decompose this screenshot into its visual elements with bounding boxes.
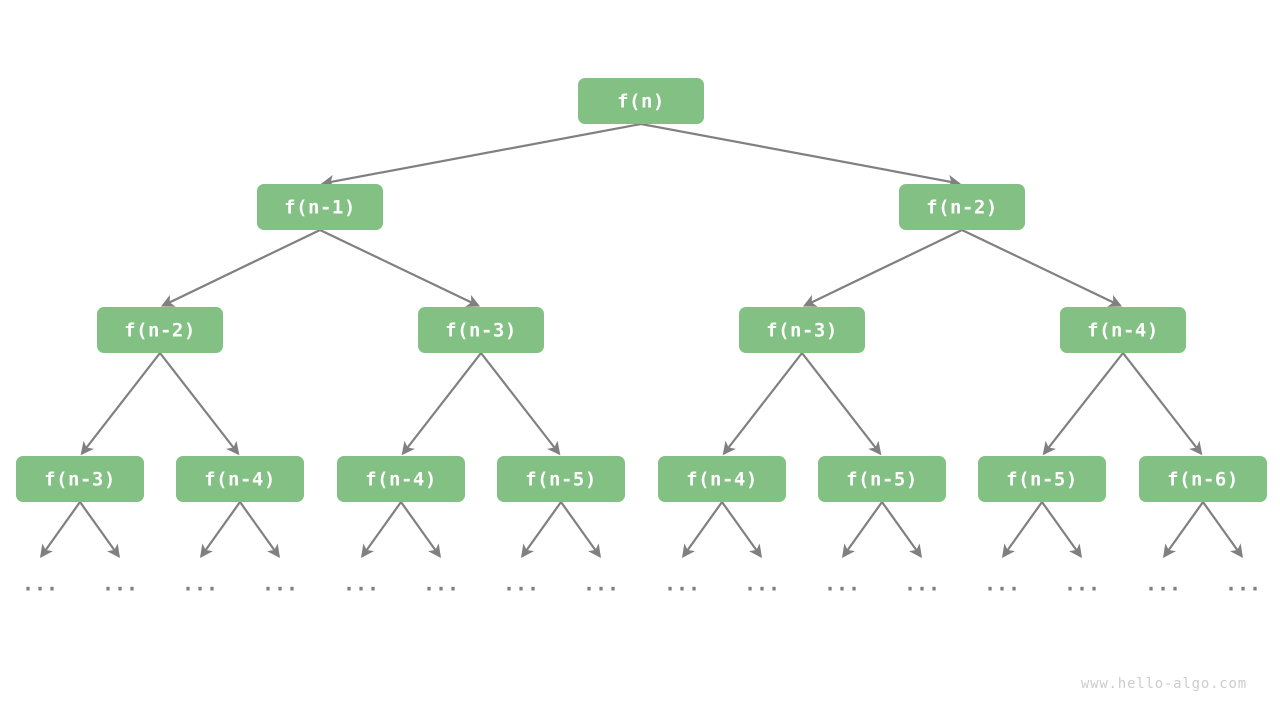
tree-node-label: f(n-5) [1006,469,1078,491]
tree-edge [480,352,561,456]
ellipsis-marker: ... [1225,572,1261,596]
tree-node[interactable]: f(n-3) [16,456,144,502]
tree-node-box[interactable] [497,456,625,502]
tree-node[interactable]: f(n-4) [176,456,304,502]
tree-node-label: f(n-3) [44,469,116,491]
tree-edge-to-ellipsis [721,501,762,558]
tree-node-label: f(n-4) [1087,320,1159,342]
tree-node-label: f(n-1) [284,197,356,219]
ellipsis-marker: ... [1064,572,1100,596]
watermark: www.hello-algo.com [1081,676,1247,692]
tree-node-box[interactable] [899,184,1025,230]
tree-node[interactable]: f(n-5) [978,456,1106,502]
ellipsis-marker: ... [503,572,539,596]
tree-node-box[interactable] [418,307,544,353]
ellipsis-marker: ... [824,572,860,596]
ellipsis-marker: ... [262,572,298,596]
tree-edge [640,122,961,188]
tree-node-label: f(n-5) [525,469,597,491]
tree-node[interactable]: f(n-3) [739,307,865,353]
tree-edge [401,352,482,456]
tree-node[interactable]: f(n-4) [658,456,786,502]
ellipsis-marker: ... [343,572,379,596]
tree-edge [722,352,803,456]
tree-edge [321,122,642,188]
tree-node-box[interactable] [818,456,946,502]
tree-node-box[interactable] [16,456,144,502]
tree-edge [802,229,963,307]
ellipsis-marker: ... [423,572,459,596]
tree-node-box[interactable] [978,456,1106,502]
tree-node-label: f(n) [617,91,665,113]
tree-node[interactable]: f(n-6) [1139,456,1267,502]
tree-edge [319,229,481,307]
tree-node[interactable]: f(n-1) [257,184,383,230]
tree-node-box[interactable] [739,307,865,353]
edges-layer [40,122,1243,558]
tree-edge-to-ellipsis [79,501,120,558]
tree-node-box[interactable] [658,456,786,502]
tree-node-box[interactable] [176,456,304,502]
tree-node[interactable]: f(n-3) [418,307,544,353]
tree-edge-to-ellipsis [239,501,280,558]
nodes-layer: f(n) f(n-1) f(n-2) f(n-2) f(n-3) f(n-3) f(n-4)… [16,78,1267,502]
ellipsis-marker: ... [984,572,1020,596]
tree-node-label: f(n-6) [1167,469,1239,491]
tree-node-label: f(n-2) [124,320,196,342]
tree-edge-to-ellipsis [842,501,883,558]
tree-node-box[interactable] [1060,307,1186,353]
ellipsis-marker: ... [102,572,138,596]
tree-node[interactable]: f(n-4) [337,456,465,502]
tree-node-label: f(n-3) [445,320,517,342]
tree-node[interactable]: f(n) [578,78,704,124]
tree-edge [1042,352,1124,456]
tree-node-box[interactable] [257,184,383,230]
tree-edge-to-ellipsis [400,501,441,558]
tree-edge-to-ellipsis [682,501,723,558]
tree-node[interactable]: f(n-5) [818,456,946,502]
tree-edge-to-ellipsis [40,501,81,558]
tree-edge-to-ellipsis [1002,501,1043,558]
tree-node-label: f(n-4) [365,469,437,491]
tree-edge-to-ellipsis [1041,501,1082,558]
ellipsis-marker: ... [583,572,619,596]
tree-node-label: f(n-3) [766,320,838,342]
tree-node-box[interactable] [1139,456,1267,502]
tree-edge-to-ellipsis [200,501,241,558]
tree-node[interactable]: f(n-5) [497,456,625,502]
ellipsis-marker: ... [1145,572,1181,596]
tree-node[interactable]: f(n-2) [899,184,1025,230]
tree-node-box[interactable] [337,456,465,502]
ellipsis-marker: ... [664,572,700,596]
tree-edge [80,352,161,456]
tree-edge-to-ellipsis [560,501,601,558]
ellipsis-marker: ... [22,572,58,596]
tree-node-label: f(n-2) [926,197,998,219]
ellipsis-marker: ... [904,572,940,596]
tree-node-label: f(n-4) [204,469,276,491]
tree-node[interactable]: f(n-4) [1060,307,1186,353]
tree-edge [1122,352,1203,456]
ellipsis-marker: ... [744,572,780,596]
tree-edge [961,229,1123,307]
ellipses-layer: ........................................… [22,572,1261,596]
tree-edge [159,352,240,456]
ellipsis-marker: ... [182,572,218,596]
tree-edge [801,352,882,456]
tree-edge-to-ellipsis [521,501,562,558]
tree-edge-to-ellipsis [881,501,922,558]
tree-edge-to-ellipsis [1163,501,1204,558]
tree-node-box[interactable] [97,307,223,353]
tree-node[interactable]: f(n-2) [97,307,223,353]
tree-edge-to-ellipsis [1202,501,1243,558]
tree-edge-to-ellipsis [361,501,402,558]
tree-node-box[interactable] [578,78,704,124]
tree-edge [160,229,321,307]
tree-node-label: f(n-5) [846,469,918,491]
tree-node-label: f(n-4) [686,469,758,491]
